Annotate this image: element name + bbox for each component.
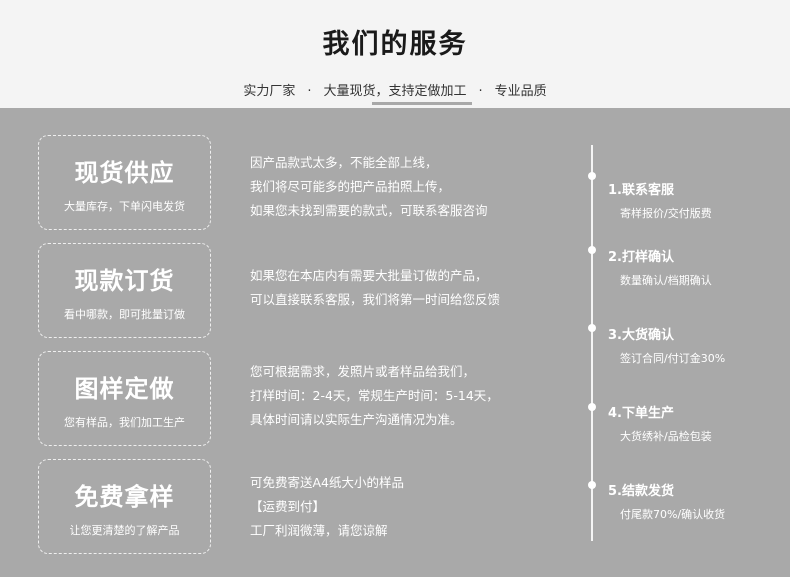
process-step-bulk: 3.大货确认 签订合同/付订金30% <box>608 324 725 366</box>
service-card-custom: 图样定做 您有样品，我们加工生产 <box>38 351 211 446</box>
description-line: 您可根据需求，发照片或者样品给我们， <box>250 364 476 379</box>
process-step-title: 1.联系客服 <box>608 183 674 198</box>
description-line: 具体时间请以实际生产沟通情况为准。 <box>250 412 463 427</box>
service-card-subtitle: 您有样品，我们加工生产 <box>64 416 185 429</box>
service-card-title: 现货供应 <box>74 159 175 187</box>
description-line: 【运费到付】 <box>250 499 326 514</box>
process-step-subtitle: 签订合同/付订金30% <box>620 352 726 365</box>
service-description-sample: 可免费寄送A4纸大小的样品 【运费到付】 工厂利润微薄，请您谅解 <box>250 471 570 543</box>
process-step-production: 4.下单生产 大货绣补/品检包装 <box>608 402 712 444</box>
tagline-separator: · <box>478 84 483 99</box>
process-step-contact: 1.联系客服 寄样报价/交付版费 <box>608 179 712 221</box>
service-card-order: 现款订货 看中哪款，即可批量订做 <box>38 243 211 338</box>
service-card-subtitle: 看中哪款，即可批量订做 <box>64 308 185 321</box>
process-step-title: 3.大货确认 <box>608 328 674 343</box>
process-step-subtitle: 大货绣补/品检包装 <box>620 430 712 443</box>
timeline-line <box>591 145 593 541</box>
service-card-title: 图样定做 <box>74 375 175 403</box>
timeline-dot <box>588 172 596 180</box>
description-line: 因产品款式太多，不能全部上线， <box>250 155 438 170</box>
timeline-dot <box>588 481 596 489</box>
tagline-item: 大量现货，支持定做加工 <box>323 84 467 99</box>
description-line: 打样时间：2-4天，常规生产时间：5-14天， <box>250 388 499 403</box>
header: 我们的服务 实力厂家 · 大量现货，支持定做加工 · 专业品质 <box>0 0 790 108</box>
process-step-subtitle: 付尾款70%/确认收货 <box>620 508 726 521</box>
service-description-stock: 因产品款式太多，不能全部上线， 我们将尽可能多的把产品拍照上传， 如果您未找到需… <box>250 151 570 223</box>
service-card-stock: 现货供应 大量库存，下单闪电发货 <box>38 135 211 230</box>
process-step-title: 2.打样确认 <box>608 250 674 265</box>
description-line: 我们将尽可能多的把产品拍照上传， <box>250 179 451 194</box>
process-step-proof: 2.打样确认 数量确认/档期确认 <box>608 246 712 288</box>
service-card-title: 现款订货 <box>74 267 175 295</box>
service-card-subtitle: 大量库存，下单闪电发货 <box>64 200 185 213</box>
process-step-payment: 5.结款发货 付尾款70%/确认收货 <box>608 480 725 522</box>
service-description-custom: 您可根据需求，发照片或者样品给我们， 打样时间：2-4天，常规生产时间：5-14… <box>250 360 570 432</box>
tagline: 实力厂家 · 大量现货，支持定做加工 · 专业品质 <box>0 80 790 99</box>
process-step-title: 4.下单生产 <box>608 406 674 421</box>
service-card-sample: 免费拿样 让您更清楚的了解产品 <box>38 459 211 554</box>
tagline-underline <box>372 102 472 105</box>
tagline-item: 专业品质 <box>494 84 547 99</box>
description-line: 可以直接联系客服，我们将第一时间给您反馈 <box>250 292 501 307</box>
description-line: 可免费寄送A4纸大小的样品 <box>250 475 405 490</box>
tagline-item: 实力厂家 <box>243 84 296 99</box>
service-description-order: 如果您在本店内有需要大批量订做的产品， 可以直接联系客服，我们将第一时间给您反馈 <box>250 264 570 312</box>
description-line: 工厂利润微薄，请您谅解 <box>250 523 388 538</box>
process-step-subtitle: 寄样报价/交付版费 <box>620 207 712 220</box>
timeline-dot <box>588 403 596 411</box>
service-card-title: 免费拿样 <box>74 483 175 511</box>
service-card-subtitle: 让您更清楚的了解产品 <box>69 524 180 537</box>
process-step-title: 5.结款发货 <box>608 484 674 499</box>
description-line: 如果您未找到需要的款式，可联系客服咨询 <box>250 203 488 218</box>
process-step-subtitle: 数量确认/档期确认 <box>620 274 712 287</box>
page-title: 我们的服务 <box>322 29 468 60</box>
timeline-dot <box>588 324 596 332</box>
timeline-dot <box>588 246 596 254</box>
tagline-separator: · <box>307 84 312 99</box>
description-line: 如果您在本店内有需要大批量订做的产品， <box>250 268 488 283</box>
